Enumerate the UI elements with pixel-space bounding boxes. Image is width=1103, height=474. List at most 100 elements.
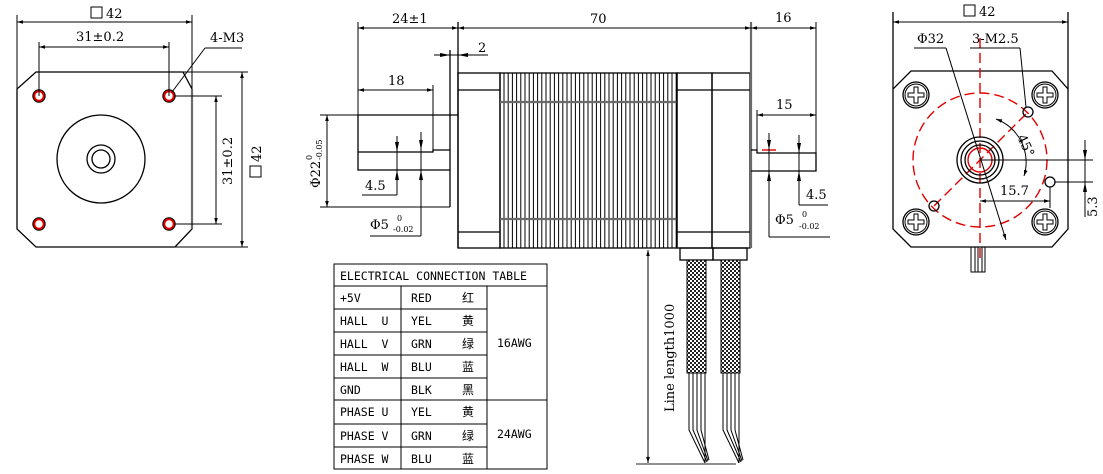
screw-head-icon bbox=[1031, 81, 1059, 109]
leader-4m3 bbox=[171, 47, 206, 93]
front-square-label-v: 42 bbox=[250, 145, 265, 162]
color-cn-cell: 蓝 bbox=[462, 452, 474, 466]
hole-spacing-v-label: 31±0.2 bbox=[221, 137, 236, 185]
front-boss-circle bbox=[56, 114, 146, 204]
gauge-phase: 24AWG bbox=[497, 427, 532, 441]
front-view: 42 31±0.2 4-M3 31±0.2 42 bbox=[16, 6, 265, 248]
color-cell: RED bbox=[411, 291, 432, 305]
screw-head-icon bbox=[902, 81, 930, 109]
mount-hole bbox=[32, 217, 46, 231]
cable-sleeve-1 bbox=[686, 259, 707, 374]
signal-cell: +5V bbox=[340, 291, 361, 305]
rear-sub-label: 15 bbox=[776, 98, 793, 113]
table-row: HALL U YEL 黄 bbox=[334, 308, 487, 328]
color-cell: BLK bbox=[411, 383, 432, 397]
table-row: PHASE W BLU 蓝 bbox=[334, 446, 487, 466]
signal-cell: HALL V bbox=[340, 337, 389, 351]
signal-cell: HALL U bbox=[340, 314, 389, 328]
boss-tol-lower: -0.05 bbox=[315, 139, 324, 160]
boss-tol-upper: 0 bbox=[305, 155, 314, 160]
table-row: HALL V GRN 绿 bbox=[334, 331, 487, 351]
table-title: ELECTRICAL CONNECTION TABLE bbox=[340, 269, 527, 283]
table-row: PHASE U YEL 黄 bbox=[340, 405, 474, 419]
front-shaft-tol-upper: 0 bbox=[397, 214, 402, 223]
front-square-label: 42 bbox=[106, 7, 123, 22]
square-symbol-icon bbox=[963, 4, 976, 17]
rear-endcap-1 bbox=[676, 72, 713, 249]
color-cell: BLU bbox=[411, 452, 432, 466]
rear-flange-outline bbox=[892, 70, 1069, 248]
color-cell: GRN bbox=[411, 429, 432, 443]
table-row: GND BLK 黑 bbox=[334, 377, 487, 397]
m25-hole bbox=[1022, 106, 1034, 118]
table-border bbox=[333, 263, 548, 470]
color-cn-cell: 绿 bbox=[462, 336, 474, 351]
color-cn-cell: 黑 bbox=[462, 383, 474, 397]
color-cn-cell: 蓝 bbox=[462, 360, 474, 374]
hole-callout-label: 4-M3 bbox=[210, 31, 244, 46]
rear-shaft-length-label: 16 bbox=[775, 11, 792, 26]
table-row: +5V RED 红 bbox=[340, 290, 474, 305]
angle-arc bbox=[995, 118, 1028, 177]
signal-cell: PHASE V bbox=[340, 429, 389, 443]
cable-wires-2 bbox=[722, 373, 744, 464]
rear-shaft bbox=[751, 149, 817, 172]
front-shaft-outer bbox=[86, 144, 116, 174]
front-mounting-holes bbox=[32, 89, 176, 231]
front-shaft-dia-label: Φ5 bbox=[370, 218, 389, 233]
cable-gland-1 bbox=[679, 247, 714, 261]
front-shaft-inner bbox=[91, 149, 111, 169]
angle-label: 45° bbox=[1013, 132, 1036, 159]
front-sub-label: 18 bbox=[388, 74, 405, 89]
front-shaft-flat bbox=[358, 149, 450, 153]
rear-view: 42 Φ32 3-M2.5 45° 5.3 15.7 bbox=[892, 4, 1101, 273]
signal-cell: HALL W bbox=[340, 360, 389, 374]
hole-spacing-h-label: 31±0.2 bbox=[76, 30, 124, 45]
offset-x-label: 15.7 bbox=[1000, 184, 1029, 199]
lamination-lines bbox=[503, 73, 677, 248]
color-cell: BLU bbox=[411, 360, 432, 374]
screw-head-icon bbox=[1031, 208, 1059, 236]
mount-hole-ring bbox=[32, 217, 46, 231]
table-rows: +5V RED 红 HALL U YEL 黄 HALL V GRN 绿 HALL W BLU 蓝 GND… bbox=[334, 290, 487, 466]
signal-cell: PHASE U bbox=[340, 405, 389, 419]
mount-hole bbox=[162, 217, 176, 231]
color-cn-cell: 黄 bbox=[462, 314, 474, 328]
front-endcap bbox=[457, 72, 501, 249]
body-length-label: 70 bbox=[590, 12, 607, 27]
rear-square-label: 42 bbox=[979, 5, 996, 20]
rear-endcap-2 bbox=[711, 72, 751, 249]
offset-y-label: 5.3 bbox=[1086, 196, 1101, 217]
color-cell: YEL bbox=[411, 405, 432, 419]
color-cell: YEL bbox=[411, 314, 432, 328]
boss-length-label: 24±1 bbox=[392, 12, 428, 27]
rear-shaft-dia-label: Φ5 bbox=[775, 213, 794, 228]
m25-hole bbox=[1044, 176, 1056, 188]
circle-dia-label: Φ32 bbox=[917, 32, 944, 47]
color-cn-cell: 黄 bbox=[462, 405, 474, 419]
rear-shaft-tol-lower: -0.02 bbox=[799, 222, 820, 231]
front-boss bbox=[357, 114, 458, 171]
m25-hole bbox=[928, 200, 940, 212]
front-shaft-tol-lower: -0.02 bbox=[393, 225, 414, 234]
rear-flat-label: 4.5 bbox=[806, 188, 827, 203]
front-flat-label: 4.5 bbox=[365, 179, 386, 194]
rear-screw-heads bbox=[902, 81, 1059, 236]
flange-gap-label: 2 bbox=[478, 41, 486, 56]
side-view: 24±1 70 16 2 18 Φ22 0 -0.05 4.5 Φ5 0 -0.… bbox=[305, 11, 830, 465]
rear-shaft-tol-upper: 0 bbox=[802, 210, 807, 219]
hole-callout-rear-label: 3-M2.5 bbox=[972, 32, 1019, 47]
cable-sleeve-2 bbox=[720, 259, 741, 374]
square-symbol-icon bbox=[249, 165, 262, 178]
color-cn-cell: 红 bbox=[462, 290, 474, 305]
table-row: HALL W BLU 蓝 bbox=[334, 354, 487, 374]
color-cell: GRN bbox=[411, 337, 432, 351]
gauge-hall: 16AWG bbox=[497, 336, 532, 350]
electrical-connection-table: ELECTRICAL CONNECTION TABLE +5V RED 红 HALL … bbox=[333, 263, 548, 470]
cable-gland-2 bbox=[712, 247, 748, 261]
boss-diameter-label: Φ22 bbox=[309, 161, 324, 188]
signal-cell: PHASE W bbox=[340, 452, 389, 466]
signal-cell: GND bbox=[340, 383, 361, 397]
